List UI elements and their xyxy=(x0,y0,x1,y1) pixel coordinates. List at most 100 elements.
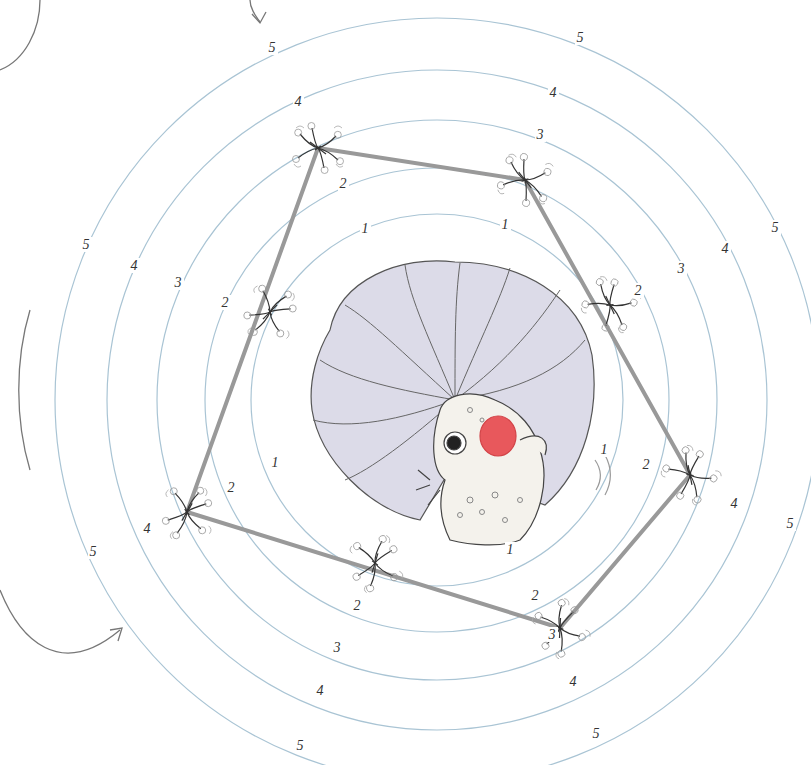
insect-stroke xyxy=(286,293,294,339)
insect xyxy=(342,530,407,595)
ring-number: 5 xyxy=(81,237,92,252)
insect-stroke xyxy=(375,559,392,580)
insect-stroke xyxy=(610,278,619,287)
insect-stroke xyxy=(580,308,625,334)
insect xyxy=(293,123,344,174)
insect-stroke xyxy=(337,158,344,165)
insect-stroke xyxy=(557,649,567,659)
insect-stroke xyxy=(595,277,604,286)
insect-stroke xyxy=(386,535,404,579)
ring-number: 4 xyxy=(568,674,579,689)
insect-stroke xyxy=(249,309,270,318)
insect-stroke xyxy=(294,164,343,167)
insect-stroke xyxy=(267,312,281,331)
insect-stroke xyxy=(690,466,711,487)
insect-stroke xyxy=(687,444,723,476)
ring-number: 1 xyxy=(599,442,610,457)
insect-stroke xyxy=(318,136,336,148)
ring-number: 4 xyxy=(548,85,559,100)
ring-number: 5 xyxy=(295,738,306,753)
insect-stroke xyxy=(629,298,638,307)
insect-stroke xyxy=(172,531,180,539)
insect-stroke xyxy=(541,641,551,651)
insect-stroke xyxy=(557,612,577,628)
insect-stroke xyxy=(364,563,382,586)
insect xyxy=(654,439,726,511)
ring-number: 5 xyxy=(575,30,586,45)
direction-arrows xyxy=(0,0,266,653)
ring-number: 2 xyxy=(220,295,231,310)
insect-stroke xyxy=(167,512,188,520)
insect-stroke xyxy=(520,153,528,161)
insect-stroke xyxy=(276,329,284,337)
insect-stroke xyxy=(165,490,173,539)
insect-stroke xyxy=(605,285,620,305)
ring-number: 1 xyxy=(500,217,511,232)
insect-stroke xyxy=(668,462,690,483)
insect-stroke xyxy=(298,148,318,158)
insect-stroke xyxy=(534,611,544,621)
insect-stroke xyxy=(250,328,258,336)
insect-stroke xyxy=(519,159,530,180)
insect-stroke xyxy=(709,473,719,483)
ring-number: 3 xyxy=(173,275,184,290)
insect-stroke xyxy=(570,605,580,615)
ring-number: 4 xyxy=(729,496,740,511)
ring-number: 3 xyxy=(676,261,687,276)
ring-number: 5 xyxy=(267,40,278,55)
insect-stroke xyxy=(601,305,616,325)
insect-stroke xyxy=(378,535,387,544)
ring-number: 4 xyxy=(293,94,304,109)
insect-stroke xyxy=(187,511,201,530)
insect-stroke xyxy=(659,471,698,506)
insect-stroke xyxy=(539,194,547,202)
ring-number: 2 xyxy=(641,457,652,472)
insect-stroke xyxy=(557,598,567,608)
insect-stroke xyxy=(258,285,266,293)
insect-stroke xyxy=(312,128,318,148)
insect-stroke xyxy=(318,148,324,168)
insect-stroke xyxy=(522,199,530,207)
insect xyxy=(576,271,645,340)
insect-stroke xyxy=(205,488,212,534)
ring-number: 5 xyxy=(770,220,781,235)
ring-number: 5 xyxy=(591,726,602,741)
insect-stroke xyxy=(564,597,591,636)
insect-stroke xyxy=(503,175,525,190)
insect-stroke xyxy=(270,306,291,315)
insect-stroke xyxy=(356,563,377,575)
insect-stroke xyxy=(505,156,513,164)
insect-stroke xyxy=(284,291,292,299)
insect-stroke xyxy=(675,491,685,501)
insect-stroke xyxy=(661,464,671,474)
ring-number: 1 xyxy=(360,221,371,236)
ring-number: 2 xyxy=(226,480,237,495)
insect-chain xyxy=(187,148,690,628)
insect-stroke xyxy=(601,323,610,332)
ring-number: 3 xyxy=(547,627,558,642)
ring-number: 3 xyxy=(535,127,546,142)
insect-stroke xyxy=(175,492,187,513)
ring-number: 4 xyxy=(315,683,326,698)
insect xyxy=(494,149,556,211)
ring-number: 4 xyxy=(129,258,140,273)
insect-stroke xyxy=(353,542,362,551)
insect-stroke xyxy=(577,632,587,642)
ring-number: 5 xyxy=(88,544,99,559)
insect-stroke xyxy=(293,156,300,163)
insect-stroke xyxy=(243,312,251,320)
insect-stroke xyxy=(204,499,212,507)
insect-stroke xyxy=(389,545,398,554)
insect-stroke xyxy=(295,129,302,136)
insect-stroke xyxy=(520,180,531,201)
ring-number: 2 xyxy=(352,598,363,613)
insect-stroke xyxy=(610,294,632,313)
insect-stroke xyxy=(289,305,297,313)
insect-stroke xyxy=(588,296,610,314)
insect-stroke xyxy=(604,305,627,325)
insect-stroke xyxy=(260,291,273,312)
insect-stroke xyxy=(296,126,342,128)
insect xyxy=(159,484,215,540)
insect-stroke xyxy=(508,153,553,166)
